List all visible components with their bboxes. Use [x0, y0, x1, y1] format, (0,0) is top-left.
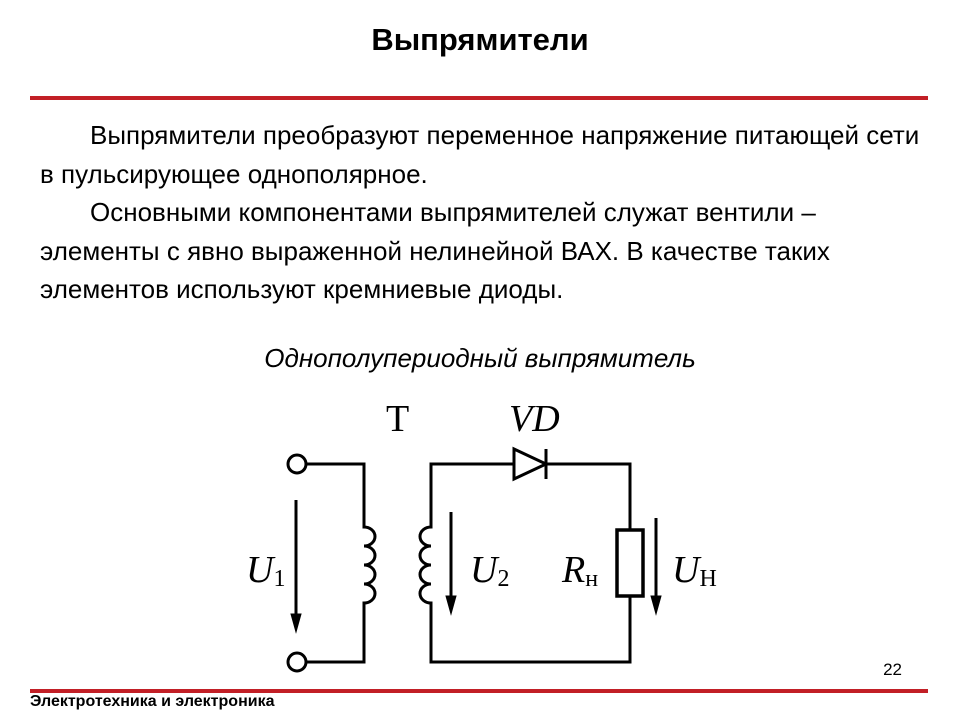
- body-text: Выпрямители преобразуют переменное напря…: [40, 116, 920, 309]
- rn-label: Rн: [561, 549, 598, 592]
- u2-arrow-head: [445, 595, 457, 616]
- wire-diode-to-load: [546, 462, 632, 532]
- footer-course-title: Электротехника и электроника: [30, 693, 275, 710]
- un-label: UН: [672, 549, 717, 592]
- transformer-label: T: [386, 398, 409, 440]
- diode-label: VD: [509, 398, 560, 440]
- input-terminal-top: [286, 453, 308, 475]
- load-resistor: [615, 528, 645, 598]
- u1-main: U: [246, 549, 276, 591]
- primary-lead-bottom: [304, 601, 366, 664]
- primary-lead-top: [304, 462, 366, 529]
- secondary-winding: [418, 525, 433, 605]
- un-arrow-head: [650, 595, 662, 616]
- rn-sub: н: [585, 566, 598, 592]
- input-terminal-bottom: [286, 651, 308, 673]
- un-main: U: [672, 549, 702, 591]
- u2-label: U2: [470, 549, 509, 592]
- diode-symbol: [512, 446, 550, 482]
- slide-title: Выпрямители: [371, 22, 589, 57]
- primary-winding: [362, 525, 377, 605]
- un-sub: Н: [699, 566, 716, 592]
- rn-main: R: [561, 549, 585, 591]
- u1-sub: 1: [273, 566, 285, 592]
- u1-label: U1: [246, 549, 285, 592]
- u1-arrow-head: [290, 613, 302, 634]
- page-number: 22: [883, 660, 902, 679]
- paragraph-2: Основными компонентами выпрямителей служ…: [40, 197, 830, 304]
- circuit-caption: Однополупериодный выпрямитель: [264, 343, 696, 373]
- paragraph-1: Выпрямители преобразуют переменное напря…: [40, 120, 920, 189]
- u2-sub: 2: [497, 566, 509, 592]
- bottom-divider: [30, 689, 928, 693]
- wire-bottom-return: [429, 594, 632, 664]
- top-divider: [30, 96, 928, 100]
- secondary-wire-top: [429, 462, 514, 529]
- u2-main: U: [470, 549, 500, 591]
